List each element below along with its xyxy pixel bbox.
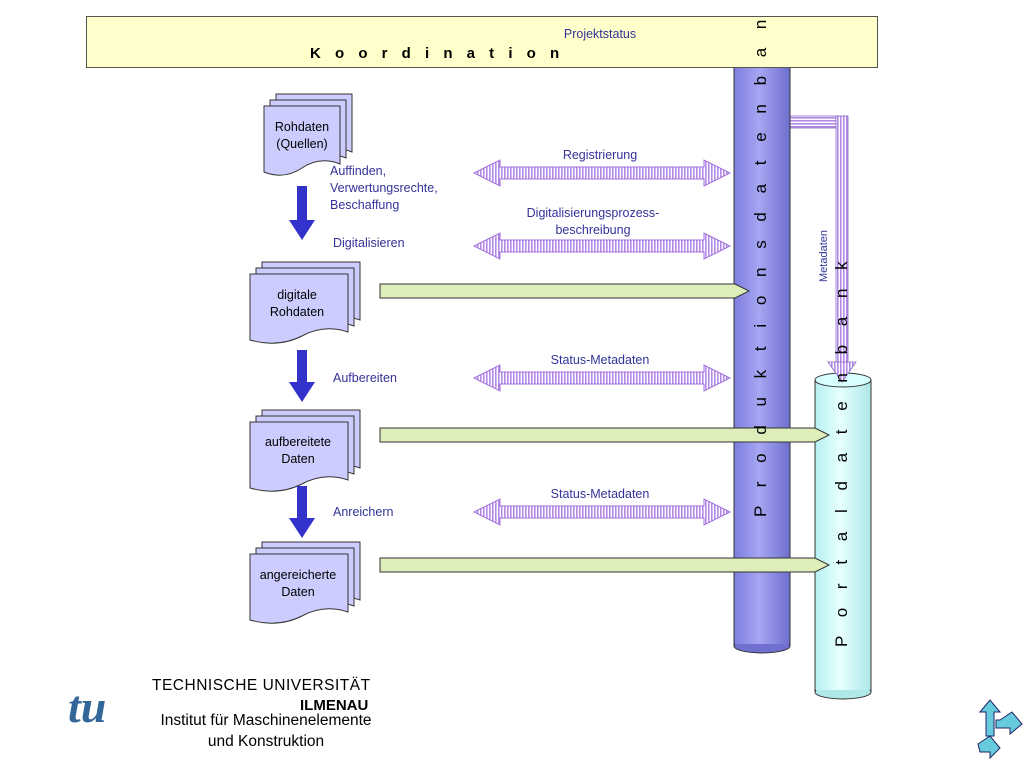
label-metadaten: Metadaten [818,230,830,282]
label-status-metadaten-2: Status-Metadaten [550,487,650,501]
double-arrow-status-metadaten-1 [472,364,732,392]
label-registrierung: Registrierung [562,148,638,162]
production-database-label: P r o d u k t i o n s d a t e n b a n k [751,0,770,517]
koordination-bar [86,16,878,68]
doc-stack-rohdaten [263,93,353,176]
portal-database-label: P o r t a l d a t e n b a n k [832,254,851,647]
step-aufbereiten: Aufbereiten [333,371,397,385]
doc-stack-digitale-rohdaten [249,261,361,344]
logo-lettering: tu [68,682,106,732]
data-arrow-digitale-rohdaten [379,283,751,299]
data-arrow-aufbereitete-daten [379,427,831,443]
diagram-title: K o o r d i n a t i o n [310,45,565,62]
label-status-metadaten-1: Status-Metadaten [550,353,650,367]
data-arrow-angereicherte-daten [379,557,831,573]
double-arrow-registrierung [472,159,732,187]
node-aufbereitete-daten: aufbereitete Daten [264,435,332,466]
tu-ilmenau-logo: tu [68,682,106,732]
doc-stack-angereicherte-daten [249,541,361,624]
label-digitalisierungsprozess: Digitalisierungsprozess- beschreibung [526,206,660,237]
node-rohdaten: Rohdaten (Quellen) [274,120,330,151]
down-arrow-2 [289,350,315,402]
down-arrow-3 [289,486,315,538]
footer-institute: Institut für Maschinenelemente und Konst… [160,712,372,750]
step-anreichern: Anreichern [333,505,394,519]
down-arrow-1 [289,186,315,240]
double-arrow-status-metadaten-2 [472,498,732,526]
double-arrow-digitalisierung [472,232,732,260]
node-digitale-rohdaten: digitale Rohdaten [269,288,325,319]
footer-city: ILMENAU [300,697,369,714]
doc-stack-aufbereitete-daten [249,409,361,492]
step-digitalisieren: Digitalisieren [333,236,405,250]
footer-university: TECHNISCHE UNIVERSITÄT [152,677,371,694]
label-projektstatus: Projektstatus [563,27,637,41]
node-angereicherte-daten: angereicherte Daten [259,568,337,599]
step-auffinden: Auffinden, Verwertungsrechte, Beschaffun… [330,164,438,212]
metadaten-arrow [789,115,857,383]
navigation-arrows-icon [977,699,1023,760]
